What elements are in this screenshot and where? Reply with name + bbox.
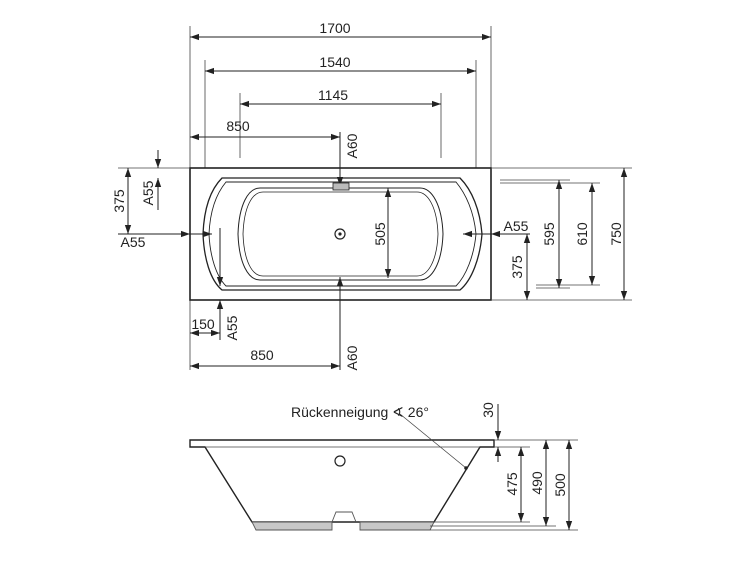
dim-505: 505 — [372, 222, 388, 246]
dim-375-right: 375 — [509, 255, 525, 279]
dim-150: 150 — [191, 316, 215, 332]
dim-490: 490 — [529, 471, 545, 495]
label-a55-right: A55 — [504, 218, 529, 234]
left-dimensions: 375 A55 A55 — [111, 150, 212, 250]
overflow-hole — [334, 455, 346, 467]
bathtub-side-outline — [189, 439, 495, 523]
dim-595: 595 — [541, 222, 557, 246]
dim-610: 610 — [574, 222, 590, 246]
side-view: Rückenneigung ∢ 26° 30 475 490 500 — [189, 402, 578, 531]
dim-850-top: 850 — [226, 118, 250, 134]
dim-500: 500 — [552, 473, 568, 497]
label-a55-bottom: A55 — [224, 315, 240, 340]
backrest-angle-label: Rückenneigung ∢ 26° — [291, 404, 429, 420]
label-a55-left: A55 — [121, 234, 146, 250]
dim-750: 750 — [608, 222, 624, 246]
top-view: 1700 1540 1145 850 150 850 A60 A60 — [111, 20, 632, 370]
dim-1540: 1540 — [319, 54, 350, 70]
bathtub-top-outline — [189, 167, 492, 301]
label-a55-left-vertical: A55 — [140, 180, 156, 205]
dim-30: 30 — [480, 402, 496, 418]
label-a60-bottom: A60 — [344, 345, 360, 370]
dim-1700: 1700 — [319, 20, 350, 36]
dim-375-left: 375 — [111, 189, 127, 213]
right-dimensions: A55 375 595 610 750 — [463, 167, 632, 301]
dim-850-bottom: 850 — [250, 347, 274, 363]
dim-1145: 1145 — [318, 87, 348, 103]
dim-475: 475 — [504, 472, 520, 496]
horizontal-dimensions: 1700 1540 1145 850 150 850 — [189, 20, 492, 370]
label-a60-top: A60 — [344, 133, 360, 158]
bathtub-feet — [251, 521, 435, 531]
centerline: A60 A60 — [336, 132, 360, 370]
overflow-fitting — [332, 182, 350, 191]
